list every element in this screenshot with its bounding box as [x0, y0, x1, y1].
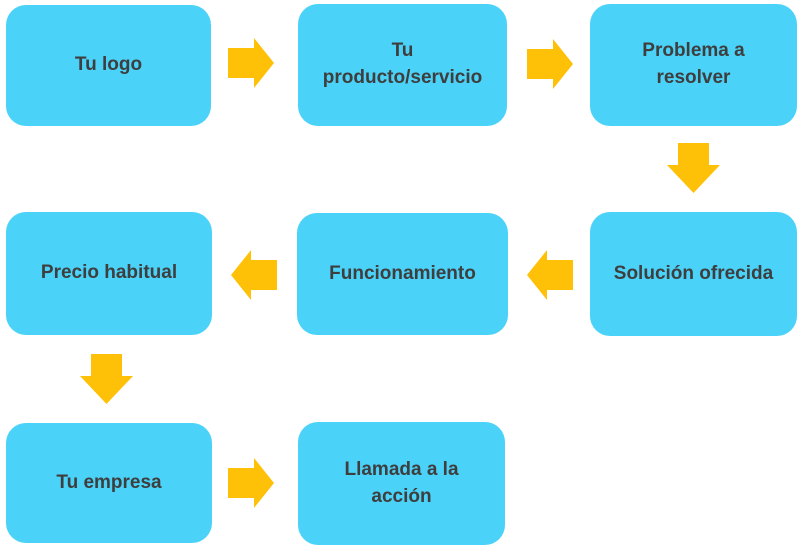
flow-step-label: Tu logo [74, 54, 143, 76]
arrow-down-shape [667, 143, 720, 193]
flow-step-llamada-a-la-accion: Llamada a la acción [298, 422, 505, 545]
arrow-right-shape [228, 458, 274, 508]
arrow-left-shape [231, 250, 277, 300]
flow-step-solucion-ofrecida: Solución ofrecida [590, 212, 797, 336]
flow-step-tu-empresa: Tu empresa [6, 423, 212, 543]
arrow-left-icon [231, 250, 277, 300]
flow-step-problema-a-resolver: Problema a resolver [590, 4, 797, 126]
flow-step-label: Problema a resolver [642, 40, 745, 88]
flow-step-label: Solución ofrecida [613, 262, 774, 284]
flow-step-tu-logo: Tu logo [6, 5, 211, 126]
flow-step-label: Llamada a la acción [344, 458, 459, 507]
flow-step-tu-producto-servicio: Tu producto/servicio [298, 4, 507, 126]
arrow-right-icon [527, 39, 573, 89]
arrow-right-icon [228, 38, 274, 88]
arrow-down-icon [80, 354, 133, 404]
flow-step-precio-habitual: Precio habitual [6, 212, 212, 335]
flow-step-label: Tu empresa [56, 471, 162, 493]
flow-step-label: Tu producto/servicio [322, 40, 483, 88]
arrow-down-shape [80, 354, 133, 404]
flow-step-label: Precio habitual [40, 262, 178, 284]
arrow-left-shape [527, 250, 573, 300]
arrow-right-shape [527, 39, 573, 89]
arrow-right-shape [228, 38, 274, 88]
flow-step-label: Funcionamiento [329, 262, 476, 284]
arrow-right-icon [228, 458, 274, 508]
flow-step-funcionamiento: Funcionamiento [297, 213, 508, 335]
arrow-down-icon [667, 143, 720, 193]
arrow-left-icon [527, 250, 573, 300]
